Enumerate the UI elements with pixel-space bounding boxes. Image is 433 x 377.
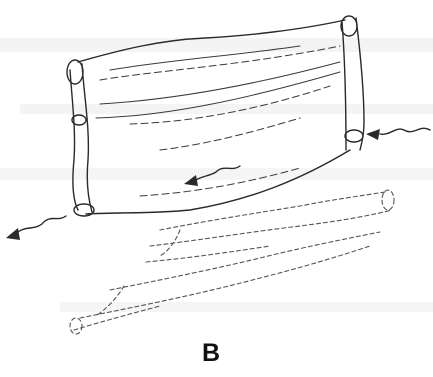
ghost-outline-upper — [146, 190, 394, 262]
arrowhead-left-icon — [6, 228, 20, 240]
panel-label: B — [202, 341, 220, 366]
paper-texture — [0, 38, 433, 312]
arrowhead-right-icon — [366, 129, 380, 140]
ghost-outline-lower — [70, 232, 380, 334]
flow-arrows — [6, 128, 430, 240]
